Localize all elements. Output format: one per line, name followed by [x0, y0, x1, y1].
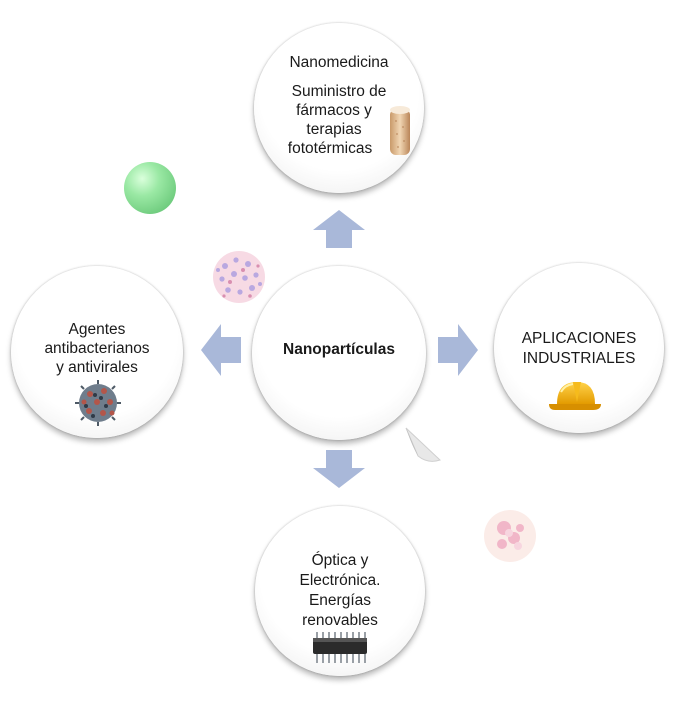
- arrow-right: [438, 324, 478, 376]
- molecule-icon: [484, 510, 536, 562]
- node-line: antibacterianos: [44, 340, 150, 357]
- node-line: Agentes: [68, 321, 126, 338]
- arrow-down: [313, 450, 365, 488]
- node-line: Electrónica.: [299, 572, 381, 589]
- green-sphere-icon: [124, 162, 176, 214]
- node-line: y antivirales: [56, 359, 138, 376]
- node-title: Nanomedicina: [289, 54, 389, 71]
- virus-icon: [75, 380, 121, 426]
- node-line: renovables: [302, 612, 378, 629]
- center-node: Nanopartículas: [252, 266, 426, 440]
- node-aplicaciones-industriales: APLICACIONES INDUSTRIALES: [494, 263, 664, 433]
- arrow-up: [313, 210, 365, 248]
- node-line: INDUSTRIALES: [522, 350, 636, 367]
- node-line: APLICACIONES: [521, 330, 637, 347]
- node-agentes: Agentes antibacterianos y antivirales: [11, 266, 183, 438]
- node-line: fármacos y: [296, 102, 372, 119]
- node-nanomedicina: Nanomedicina Suministro de fármacos y te…: [254, 23, 424, 193]
- arrow-left: [201, 324, 241, 376]
- center-label: Nanopartículas: [283, 341, 395, 358]
- nanoparticle-cluster-icon: [213, 251, 265, 303]
- node-line: terapias: [306, 121, 362, 138]
- pill-capsule-icon: [390, 106, 410, 155]
- node-optica-electronica: Óptica y Electrónica. Energías renovable…: [255, 506, 425, 676]
- node-line: Suministro de: [291, 83, 387, 100]
- hard-hat-icon: [549, 382, 601, 410]
- paper-fold-icon: [405, 427, 441, 462]
- node-line: Óptica y: [311, 552, 369, 569]
- microchip-icon: [313, 632, 367, 663]
- node-line: fototérmicas: [287, 140, 373, 157]
- node-line: Energías: [308, 592, 372, 609]
